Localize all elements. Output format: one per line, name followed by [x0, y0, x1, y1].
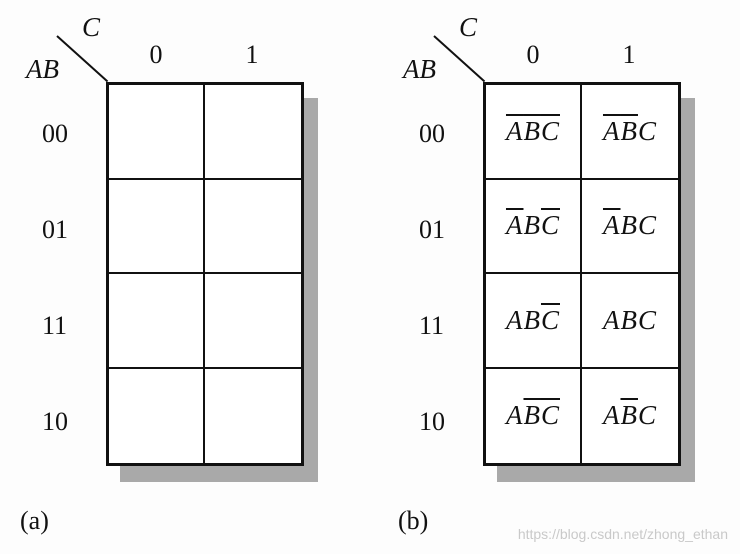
- column-label-1: 1: [622, 40, 636, 69]
- kmap-cell-00-0: ABC: [486, 85, 582, 180]
- watermark-text: https://blog.csdn.net/zhong_ethan: [517, 526, 728, 542]
- kmap-cell-10-0: ABC: [486, 368, 582, 463]
- kmap-cell-00-1: [205, 85, 301, 180]
- minterm-label: ABC: [505, 210, 560, 241]
- kmap-cell-00-1: ABC: [582, 85, 678, 180]
- minterm-label: ABC: [602, 400, 657, 431]
- minterm-label: ABC: [602, 304, 657, 335]
- kmap-cell-01-1: [205, 180, 301, 274]
- row-label-00: 00: [419, 119, 445, 148]
- row-variable-label: AB: [26, 54, 59, 84]
- row-label-01: 01: [42, 215, 68, 244]
- kmap-cell-11-1: ABC: [582, 274, 678, 369]
- kmap-cell-00-0: [109, 85, 205, 180]
- column-label-1: 1: [245, 40, 259, 69]
- row-label-11: 11: [42, 311, 68, 340]
- kmap-cell-01-0: ABC: [486, 179, 582, 274]
- minterm-label: ABC: [505, 115, 560, 146]
- minterm-label: ABC: [602, 210, 657, 241]
- minterm-label: ABC: [602, 115, 657, 146]
- corner-diagonal: [433, 35, 486, 83]
- caption-a: (a): [20, 506, 49, 535]
- kmap-cell-01-0: [109, 179, 205, 274]
- karnaugh-grid: ABC ABC ABC ABC ABC ABC ABC ABC: [483, 82, 681, 466]
- kmap-cell-11-0: ABC: [486, 274, 582, 369]
- corner-diagonal: [56, 35, 109, 83]
- row-label-11: 11: [419, 311, 445, 340]
- caption-b: (b): [398, 506, 429, 535]
- kmap-cell-10-1: [205, 369, 301, 464]
- kmap-cell-11-0: [109, 274, 205, 369]
- kmap-cell-10-0: [109, 368, 205, 463]
- minterm-label: ABC: [505, 400, 560, 431]
- kmap-cell-11-1: [205, 274, 301, 369]
- karnaugh-grid: [106, 82, 304, 466]
- column-variable-label: C: [82, 12, 101, 42]
- karnaugh-map-a: C AB 0 1 00 01 11 10: [20, 0, 340, 500]
- row-label-10: 10: [42, 407, 68, 436]
- row-label-00: 00: [42, 119, 68, 148]
- column-variable-label: C: [459, 12, 478, 42]
- minterm-label: ABC: [505, 304, 560, 335]
- column-label-0: 0: [149, 40, 163, 69]
- kmap-cell-10-1: ABC: [582, 369, 678, 464]
- row-label-01: 01: [419, 215, 445, 244]
- row-variable-label: AB: [403, 54, 436, 84]
- kmap-cell-01-1: ABC: [582, 180, 678, 274]
- row-label-10: 10: [419, 407, 445, 436]
- column-label-0: 0: [526, 40, 540, 69]
